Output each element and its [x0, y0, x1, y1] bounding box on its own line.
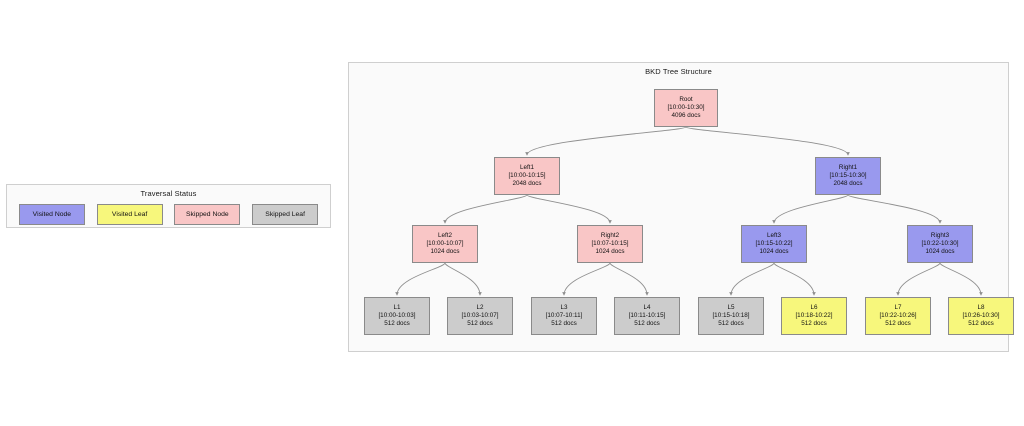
node-doc-count: 2048 docs: [833, 180, 863, 188]
node-range: [10:26-10:30]: [962, 311, 1000, 319]
tree-title: BKD Tree Structure: [645, 67, 712, 76]
tree-edge-right3-to-l8: [939, 262, 983, 296]
tree-edge-left3-to-l5: [729, 262, 775, 296]
node-doc-count: 1024 docs: [430, 248, 460, 256]
node-doc-count: 512 docs: [634, 320, 660, 328]
tree-node-l1[interactable]: L1[10:00-10:03]512 docs: [364, 297, 430, 335]
tree-node-l2[interactable]: L2[10:03-10:07]512 docs: [447, 297, 513, 335]
tree-node-right1[interactable]: Right1[10:15-10:30]2048 docs: [815, 157, 881, 195]
legend-chip-label: Skipped Node: [186, 211, 229, 218]
node-label: Right2: [600, 231, 620, 239]
legend-items: Visited Node Visited Leaf Skipped Node Skip…: [7, 204, 330, 225]
node-range: [10:00-10:15]: [508, 171, 546, 179]
legend-chip-label: Skipped Leaf: [265, 211, 305, 218]
legend-title: Traversal Status: [140, 189, 197, 198]
node-doc-count: 512 docs: [885, 320, 911, 328]
node-range: [10:03-10:07]: [461, 311, 499, 319]
node-doc-count: 512 docs: [968, 320, 994, 328]
tree-edge-right1-to-left3: [772, 194, 849, 224]
tree-node-l7[interactable]: L7[10:22-10:26]512 docs: [865, 297, 931, 335]
bkd-tree-panel: BKD Tree Structure Root[10:00-10:30]4096…: [348, 62, 1014, 353]
tree-edge-right3-to-l7: [896, 262, 941, 296]
node-range: [10:00-10:07]: [426, 239, 464, 247]
node-range: [10:07-10:11]: [545, 311, 583, 319]
node-range: [10:15-10:18]: [712, 311, 750, 319]
tree-node-l6[interactable]: L6[10:18-10:22]512 docs: [781, 297, 847, 335]
legend-chip-visited-leaf: Visited Leaf: [96, 204, 163, 225]
node-label: L8: [977, 303, 985, 311]
node-doc-count: 512 docs: [551, 320, 577, 328]
node-label: L4: [643, 303, 651, 311]
tree-node-left3[interactable]: Left3[10:15-10:22]1024 docs: [741, 225, 807, 263]
node-range: [10:15-10:22]: [755, 239, 793, 247]
tree-edge-left1-to-right2: [526, 194, 612, 224]
tree-edge-left2-to-l1: [395, 262, 446, 296]
tree-node-right2[interactable]: Right2[10:07-10:15]1024 docs: [577, 225, 643, 263]
tree-edge-layer: [395, 126, 983, 296]
tree-node-l4[interactable]: L4[10:11-10:15]512 docs: [614, 297, 680, 335]
tree-edge-right1-to-right3: [847, 194, 942, 224]
tree-edge-root-to-right1: [685, 126, 850, 156]
node-label: L6: [810, 303, 818, 311]
node-label: Left3: [766, 231, 781, 239]
node-doc-count: 512 docs: [801, 320, 827, 328]
node-label: Left1: [519, 163, 534, 171]
node-range: [10:22-10:26]: [879, 311, 917, 319]
tree-edge-right2-to-l3: [562, 262, 611, 296]
tree-node-left1[interactable]: Left1[10:00-10:15]2048 docs: [494, 157, 560, 195]
node-label: Right1: [838, 163, 858, 171]
node-range: [10:07-10:15]: [591, 239, 629, 247]
legend-chip-skipped-leaf: Skipped Leaf: [252, 204, 319, 225]
legend-chip-skipped-node: Skipped Node: [174, 204, 241, 225]
node-label: L3: [560, 303, 568, 311]
node-range: [10:18-10:22]: [795, 311, 833, 319]
node-doc-count: 4096 docs: [671, 112, 701, 120]
legend-chip-label: Visited Node: [32, 211, 72, 218]
node-label: Root: [679, 95, 693, 103]
node-label: L7: [894, 303, 902, 311]
node-label: Left2: [437, 231, 452, 239]
tree-node-l8[interactable]: L8[10:26-10:30]512 docs: [948, 297, 1014, 335]
node-range: [10:15-10:30]: [829, 171, 867, 179]
tree-edge-root-to-left1: [525, 126, 687, 156]
node-label: L1: [393, 303, 401, 311]
node-doc-count: 512 docs: [718, 320, 744, 328]
node-doc-count: 512 docs: [384, 320, 410, 328]
tree-edge-left1-to-left2: [443, 194, 528, 224]
tree-node-left2[interactable]: Left2[10:00-10:07]1024 docs: [412, 225, 478, 263]
node-range: [10:11-10:15]: [628, 311, 666, 319]
node-doc-count: 512 docs: [467, 320, 493, 328]
node-label: Right3: [930, 231, 950, 239]
tree-edge-left2-to-l2: [444, 262, 482, 296]
node-label: L2: [476, 303, 484, 311]
node-doc-count: 1024 docs: [925, 248, 955, 256]
traversal-status-legend: Traversal Status Visited Node Visited Lea…: [6, 184, 331, 228]
node-doc-count: 1024 docs: [759, 248, 789, 256]
tree-node-right3[interactable]: Right3[10:22-10:30]1024 docs: [907, 225, 973, 263]
legend-chip-label: Visited Leaf: [111, 211, 148, 218]
node-doc-count: 2048 docs: [512, 180, 542, 188]
node-range: [10:22-10:30]: [921, 239, 959, 247]
tree-node-l5[interactable]: L5[10:15-10:18]512 docs: [698, 297, 764, 335]
node-range: [10:00-10:30]: [667, 103, 705, 111]
node-doc-count: 1024 docs: [595, 248, 625, 256]
legend-chip-visited-node: Visited Node: [18, 204, 85, 225]
tree-node-l3[interactable]: L3[10:07-10:11]512 docs: [531, 297, 597, 335]
node-label: L5: [727, 303, 735, 311]
tree-node-root[interactable]: Root[10:00-10:30]4096 docs: [654, 89, 718, 127]
tree-edge-left3-to-l6: [773, 262, 816, 296]
tree-edge-right2-to-l4: [609, 262, 649, 296]
node-range: [10:00-10:03]: [378, 311, 416, 319]
